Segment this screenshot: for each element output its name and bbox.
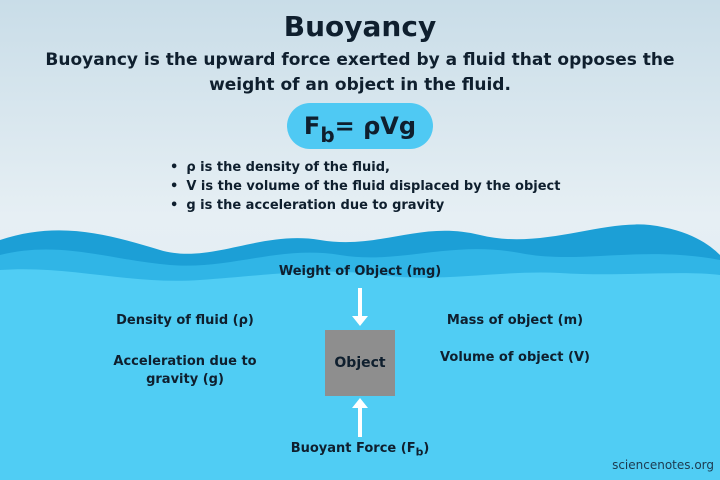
bullet-volume: V is the volume of the fluid displaced b… — [170, 177, 560, 196]
buoyant-label: Buoyant Force (Fb) — [260, 441, 460, 459]
formula-subscript: b — [320, 123, 335, 147]
weight-label: Weight of Object (mg) — [278, 264, 442, 279]
buoyant-arrow — [358, 407, 362, 437]
buoyant-subscript: b — [415, 445, 424, 459]
object-box: Object — [325, 330, 395, 396]
bullet-gravity: g is the acceleration due to gravity — [170, 196, 560, 215]
buoyant-arrow-head — [352, 398, 368, 408]
variable-list: ρ is the density of the fluid, V is the … — [170, 158, 560, 215]
weight-arrow-head — [352, 316, 368, 326]
volume-label: Volume of object (V) — [440, 350, 590, 365]
density-label: Density of fluid (ρ) — [116, 313, 254, 328]
acceleration-label: Acceleration due to gravity (g) — [113, 354, 257, 387]
title: Buoyancy — [283, 10, 437, 43]
buoyant-end: ) — [423, 441, 430, 456]
formula-lhs: F — [303, 112, 321, 140]
subtitle: Buoyancy is the upward force exerted by … — [45, 50, 675, 95]
formula-pill: Fb= ρVg — [287, 103, 433, 149]
formula-rhs: = ρVg — [334, 112, 417, 140]
mass-label: Mass of object (m) — [446, 313, 584, 328]
bullet-density: ρ is the density of the fluid, — [170, 158, 560, 177]
weight-arrow — [358, 288, 362, 318]
water-waves — [0, 224, 720, 480]
credit: sciencenotes.org — [612, 458, 714, 472]
buoyant-text: Buoyant Force (F — [290, 441, 416, 456]
